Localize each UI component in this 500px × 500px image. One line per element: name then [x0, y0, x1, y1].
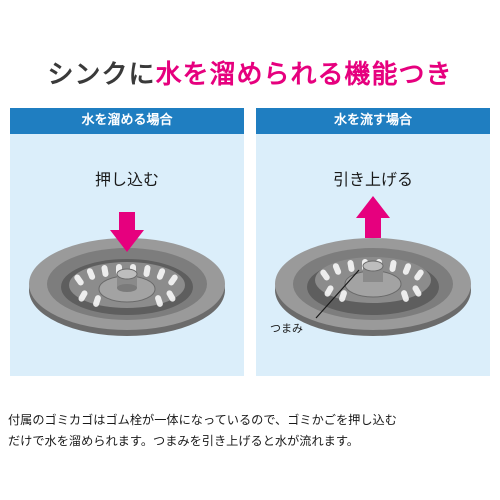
headline-lead: シンクに — [47, 60, 156, 90]
panel-drain-water: 水を流す場合 引き上げる — [256, 108, 490, 376]
headline: シンクに水を溜められる機能つき — [0, 54, 500, 91]
action-label-pull: 引き上げる — [332, 170, 413, 189]
description: 付属のゴミカゴはゴム栓が一体になっているので、ゴミかごを押し込む だけで水を溜め… — [8, 410, 494, 452]
panel-header-hold-water: 水を溜める場合 — [10, 108, 244, 134]
headline-highlight: 水を溜められる機能つき — [155, 60, 453, 90]
description-line-1: 付属のゴミカゴはゴム栓が一体になっているので、ゴミかごを押し込む — [8, 413, 397, 427]
description-line-2: だけで水を溜められます。つまみを引き上げると水が流れます。 — [8, 434, 359, 448]
sink-drain-illustration-open — [275, 196, 471, 336]
knob-pointer-line — [315, 269, 360, 319]
arrow-up-icon — [356, 196, 390, 238]
action-label-push: 押し込む — [94, 170, 159, 189]
sink-drain-illustration-closed — [29, 212, 225, 336]
panel-hold-water: 水を溜める場合 押し込む — [10, 108, 244, 376]
knob-label: つまみ — [270, 322, 303, 335]
panel-header-drain-water: 水を流す場合 — [256, 108, 490, 134]
arrow-down-icon — [110, 212, 144, 252]
